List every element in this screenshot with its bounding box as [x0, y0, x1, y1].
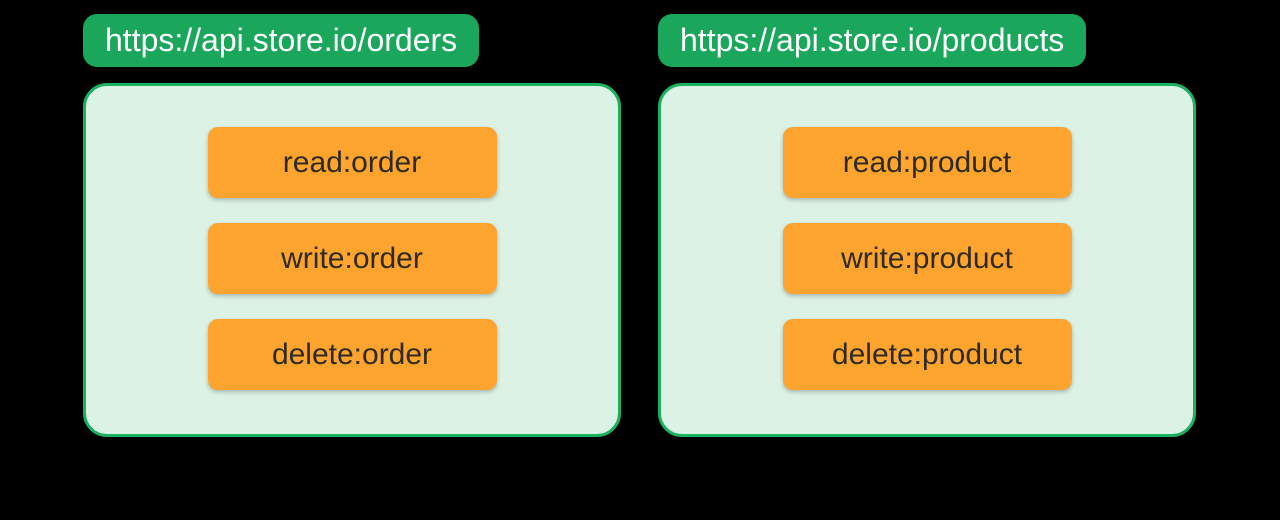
scope-badge-write-order: write:order — [207, 223, 497, 294]
scope-badge-delete-order: delete:order — [207, 319, 497, 390]
api-url-pill-products: https://api.store.io/products — [658, 14, 1087, 67]
scope-badge-read-order: read:order — [207, 127, 497, 198]
scope-badge-write-product: write:product — [782, 223, 1072, 294]
scope-badge-delete-product: delete:product — [782, 319, 1072, 390]
api-url-pill-orders: https://api.store.io/orders — [83, 14, 480, 67]
api-panel-products: https://api.store.io/products read:produ… — [658, 0, 1196, 437]
api-panel-orders: https://api.store.io/orders read:order w… — [83, 0, 621, 437]
scope-card-orders: read:order write:order delete:order — [83, 83, 621, 437]
scope-badge-read-product: read:product — [782, 127, 1072, 198]
scope-card-products: read:product write:product delete:produc… — [658, 83, 1196, 437]
